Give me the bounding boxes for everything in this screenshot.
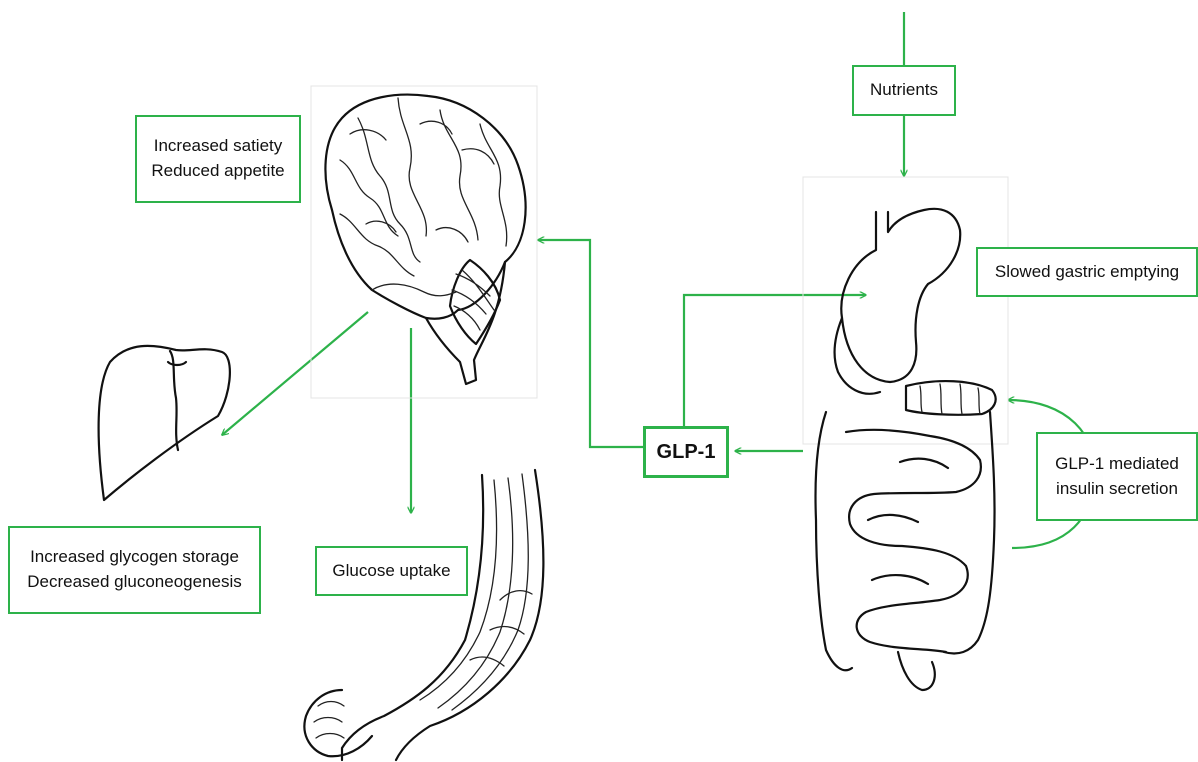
gastric-emptying-text: Slowed gastric emptying bbox=[995, 260, 1179, 285]
satiety-text-line2: Reduced appetite bbox=[151, 159, 284, 184]
arm-illustration bbox=[304, 470, 543, 760]
glucose-uptake-label: Glucose uptake bbox=[315, 546, 468, 596]
satiety-text-line1: Increased satiety bbox=[154, 134, 283, 159]
arrow-glp1-to-brain bbox=[538, 240, 643, 447]
insulin-secretion-text-line1: GLP-1 mediated bbox=[1055, 452, 1179, 477]
arrow-brain-to-liver bbox=[222, 312, 368, 435]
brain-illustration bbox=[325, 95, 525, 384]
glycogen-text-line1: Increased glycogen storage bbox=[30, 545, 239, 570]
glycogen-text-line2: Decreased gluconeogenesis bbox=[27, 570, 242, 595]
glucose-uptake-text: Glucose uptake bbox=[332, 559, 450, 584]
glycogen-label: Increased glycogen storage Decreased glu… bbox=[8, 526, 261, 614]
glp1-label: GLP-1 bbox=[643, 426, 729, 478]
satiety-label: Increased satiety Reduced appetite bbox=[135, 115, 301, 203]
digestive-illustration bbox=[815, 209, 995, 690]
arrow-glp1-to-stomach bbox=[684, 295, 866, 426]
insulin-secretion-label: GLP-1 mediated insulin secretion bbox=[1036, 432, 1198, 521]
insulin-secretion-text-line2: insulin secretion bbox=[1056, 477, 1178, 502]
glp1-text: GLP-1 bbox=[657, 438, 716, 467]
nutrients-label: Nutrients bbox=[852, 65, 956, 116]
gastric-emptying-label: Slowed gastric emptying bbox=[976, 247, 1198, 297]
nutrients-text: Nutrients bbox=[870, 78, 938, 103]
liver-illustration bbox=[99, 346, 230, 500]
brain-image-frame bbox=[311, 86, 537, 398]
